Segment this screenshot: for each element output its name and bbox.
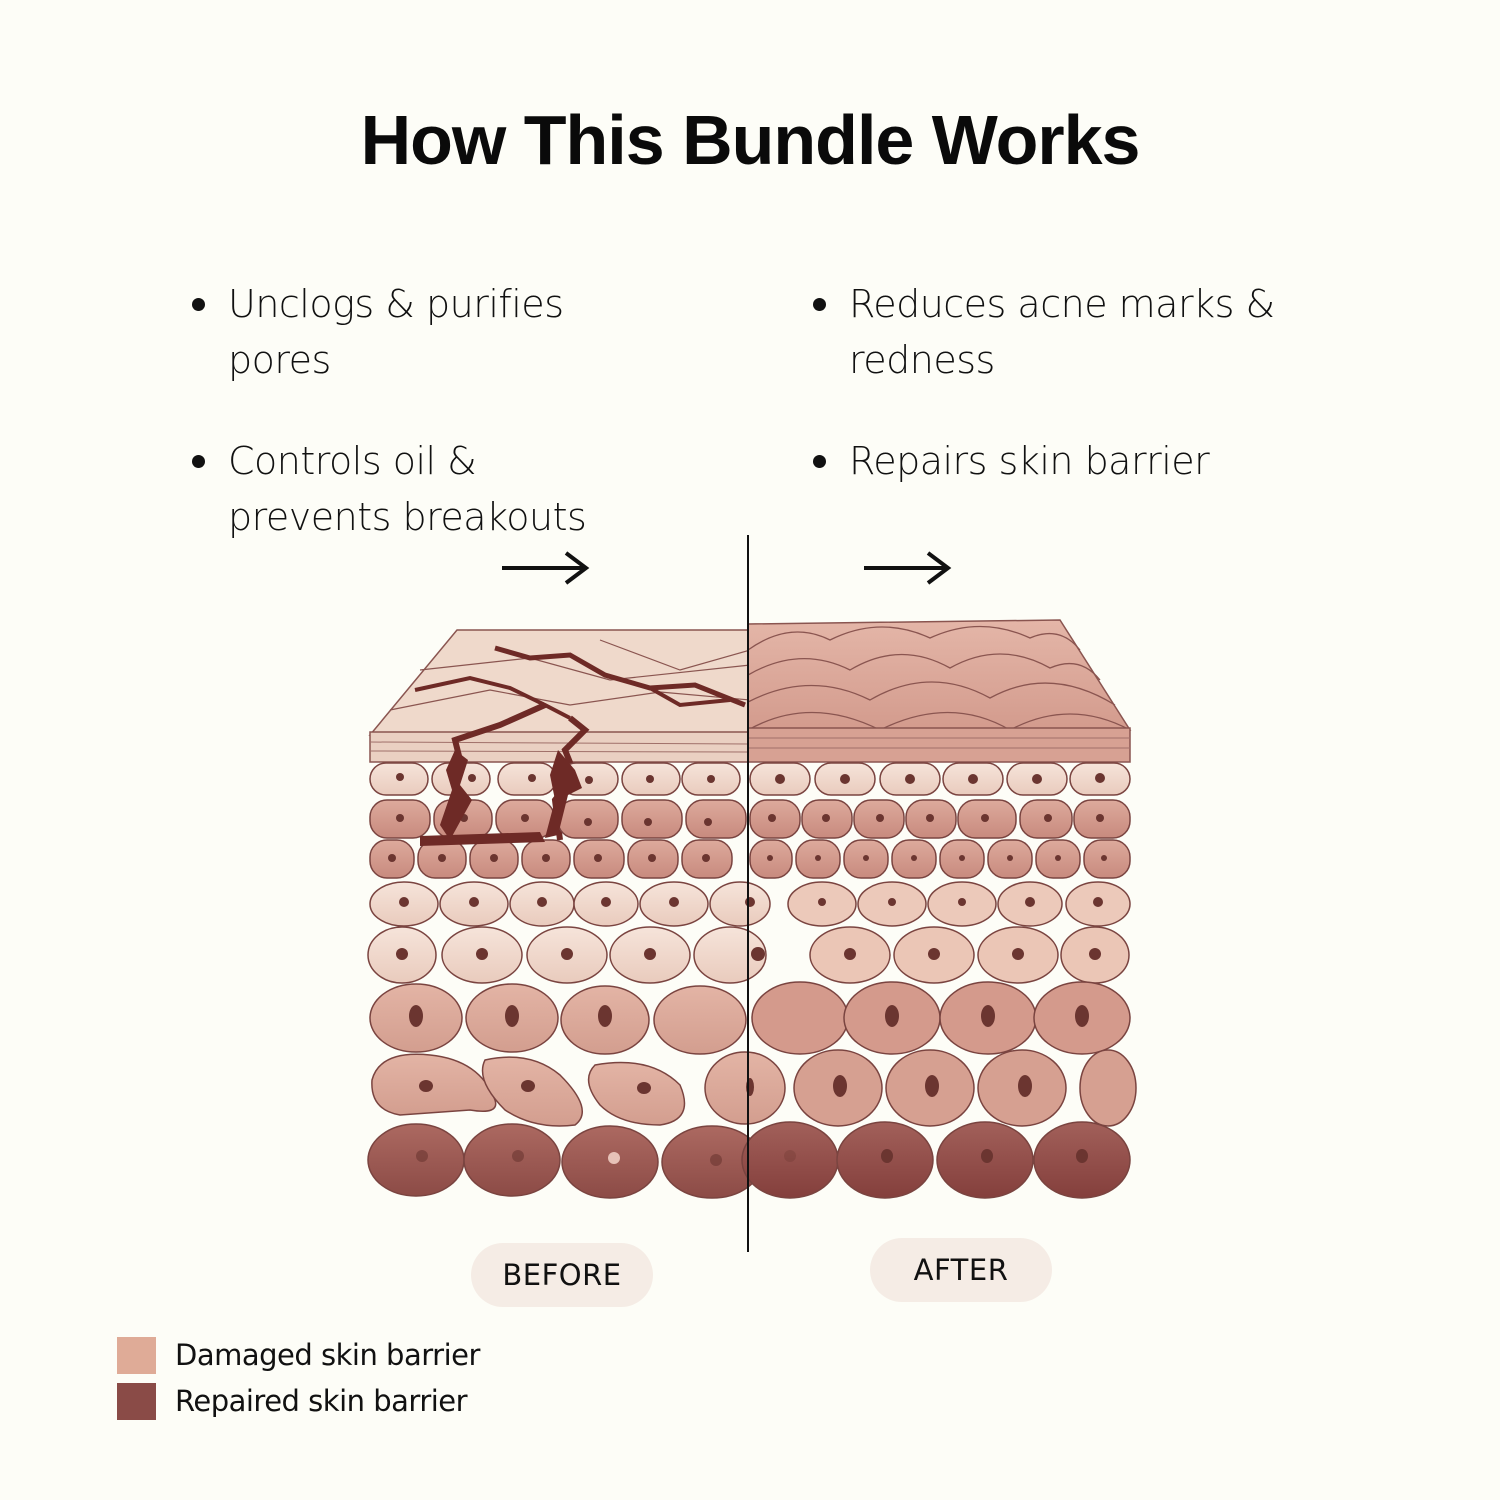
benefits-left: Unclogs & purifies pores Controls oil & … <box>186 276 626 590</box>
skin-cross-section-diagram <box>367 619 1137 1199</box>
legend: Damaged skin barrier Repaired skin barri… <box>117 1332 480 1424</box>
bullet-icon <box>813 298 826 311</box>
barrier-cracks <box>420 750 582 846</box>
page-title: How This Bundle Works <box>360 101 1141 179</box>
benefit-item: Repairs skin barrier <box>807 433 1327 489</box>
bullet-icon <box>192 298 205 311</box>
benefit-text: Unclogs & purifies pores <box>228 282 564 382</box>
damaged-swatch-icon <box>117 1336 156 1374</box>
repaired-swatch-icon <box>117 1382 156 1420</box>
before-after-divider <box>747 535 749 1252</box>
before-skin <box>368 629 748 841</box>
arrow-right-icon <box>502 551 590 585</box>
legend-item-repaired: Repaired skin barrier <box>117 1378 480 1424</box>
benefit-text: Repairs skin barrier <box>849 439 1210 483</box>
before-label: BEFORE <box>471 1243 653 1307</box>
benefit-item: Controls oil & prevents breakouts <box>186 433 626 545</box>
legend-label: Repaired skin barrier <box>175 1384 468 1418</box>
benefit-text: Controls oil & prevents breakouts <box>228 439 587 539</box>
after-label: AFTER <box>870 1238 1052 1302</box>
cell-nuclei <box>388 773 1107 1166</box>
legend-item-damaged: Damaged skin barrier <box>117 1332 480 1378</box>
benefit-item: Reduces acne marks & redness <box>807 276 1327 388</box>
legend-label: Damaged skin barrier <box>175 1338 480 1372</box>
benefit-item: Unclogs & purifies pores <box>186 276 626 388</box>
cell-rows <box>367 762 1137 1199</box>
benefits-right: Reduces acne marks & redness Repairs ski… <box>807 276 1327 534</box>
benefit-text: Reduces acne marks & redness <box>849 282 1275 382</box>
arrow-right-icon <box>864 551 952 585</box>
after-skin <box>748 619 1132 763</box>
bullet-icon <box>813 455 826 468</box>
bullet-icon <box>192 455 205 468</box>
